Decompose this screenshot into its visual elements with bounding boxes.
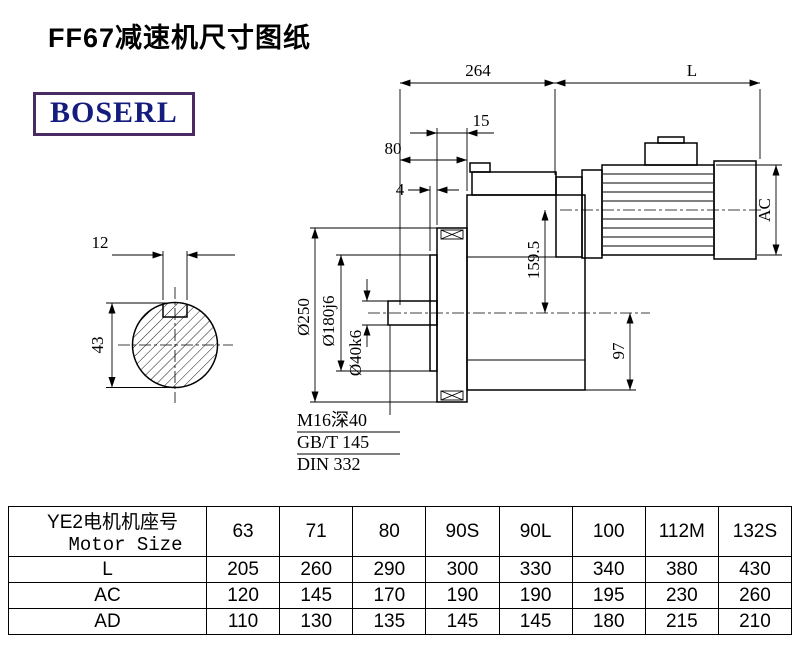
dim-value: 190 <box>498 582 573 609</box>
dim-value: 170 <box>352 582 427 609</box>
dim-value: 300 <box>425 556 500 583</box>
shaft-section-hatch <box>132 302 218 388</box>
dim-dia180-label: Ø180j6 <box>319 296 338 347</box>
brand-logo: BOSERL <box>33 92 195 136</box>
keyway <box>162 304 188 318</box>
size-column-header: 90S <box>425 506 500 557</box>
dim-AC-label: AC <box>755 198 774 222</box>
dim-value: 430 <box>717 556 793 583</box>
dim-value: 380 <box>644 556 719 583</box>
dim-4: 4 <box>396 180 459 251</box>
size-column-header: 90L <box>498 506 573 557</box>
mounting-flange <box>436 227 468 403</box>
dim-4-label: 4 <box>396 180 405 199</box>
thread-note: M16深40 GB/T 145 DIN 332 <box>297 325 400 474</box>
size-column-header: 132S <box>717 506 793 557</box>
motor-size-label-en: Motor Size <box>68 534 183 556</box>
dim-value: 120 <box>205 582 281 609</box>
dim-value: 215 <box>644 608 719 635</box>
thread-note-line3: DIN 332 <box>297 454 361 474</box>
dim-80-label: 80 <box>385 139 402 158</box>
shaft-end-view: 12 43 <box>88 233 235 403</box>
dim-L: L <box>555 61 761 159</box>
dim-97: 97 <box>585 313 636 391</box>
dim-value: 330 <box>498 556 573 583</box>
dim-80: 80 <box>385 139 467 164</box>
dim-AC: AC <box>716 164 782 256</box>
dim-12-label: 12 <box>92 233 109 252</box>
dim-dia250-label: Ø250 <box>294 298 313 336</box>
dim-value: 230 <box>644 582 719 609</box>
dim-value: 290 <box>352 556 427 583</box>
dim-value: 260 <box>279 556 354 583</box>
dim-value: 110 <box>205 608 281 635</box>
table-row-L: L 205 260 290 300 330 340 380 430 <box>8 556 793 583</box>
dim-dia250: Ø250 <box>294 227 437 403</box>
dim-12: 12 <box>92 233 235 300</box>
dim-15: 15 <box>410 111 494 225</box>
dim-value: 205 <box>205 556 281 583</box>
size-column-header: 63 <box>205 506 281 557</box>
dim-159-5: 159.5 <box>524 210 549 313</box>
dimensions: 264 L 15 80 <box>294 61 782 474</box>
dim-value: 195 <box>571 582 646 609</box>
dim-159-5-label: 159.5 <box>524 241 543 279</box>
row-label: AC <box>8 582 207 609</box>
dim-264-label: 264 <box>465 61 491 80</box>
size-column-header: 80 <box>352 506 427 557</box>
main-view <box>368 136 762 403</box>
thread-note-line1: M16深40 <box>297 410 367 430</box>
dim-value: 190 <box>425 582 500 609</box>
size-column-header: 71 <box>279 506 354 557</box>
motor-adapter <box>555 176 583 258</box>
table-row-AC: AC 120 145 170 190 190 195 230 260 <box>8 582 793 609</box>
dim-dia180: Ø180j6 <box>319 254 430 372</box>
dim-97-label: 97 <box>609 342 628 360</box>
motor-fins <box>603 173 713 247</box>
size-column-header: 112M <box>644 506 719 557</box>
table-header-row: YE2电机机座号 Motor Size 63 71 80 90S 90L 100… <box>8 506 793 557</box>
fan-cowl <box>713 160 757 260</box>
dim-value: 130 <box>279 608 354 635</box>
row-label: L <box>8 556 207 583</box>
motor-size-header: YE2电机机座号 Motor Size <box>8 506 207 557</box>
terminal-box <box>644 142 698 166</box>
dimension-table: YE2电机机座号 Motor Size 63 71 80 90S 90L 100… <box>8 506 793 635</box>
dim-value: 340 <box>571 556 646 583</box>
gear-housing <box>466 194 586 391</box>
page-title: FF67减速机尺寸图纸 <box>48 23 312 53</box>
housing-lug <box>469 162 491 173</box>
dim-264: 264 <box>399 61 556 305</box>
dim-value: 260 <box>717 582 793 609</box>
thread-note-line2: GB/T 145 <box>297 432 369 452</box>
input-housing <box>471 171 557 196</box>
dim-value: 135 <box>352 608 427 635</box>
dim-dia40-label: Ø40k6 <box>346 330 365 376</box>
terminal-box-cap <box>657 136 685 144</box>
technical-drawing: 12 43 <box>88 61 782 474</box>
size-column-header: 100 <box>571 506 646 557</box>
dim-value: 210 <box>717 608 793 635</box>
dim-value: 145 <box>425 608 500 635</box>
dim-L-label: L <box>687 61 697 80</box>
dim-15-label: 15 <box>473 111 490 130</box>
row-label: AD <box>8 608 207 635</box>
dim-dia40: Ø40k6 <box>346 279 388 376</box>
dim-value: 180 <box>571 608 646 635</box>
motor-size-label-cn: YE2电机机座号 <box>47 512 178 533</box>
brand-logo-text: BOSERL <box>50 96 178 129</box>
table-row-AD: AD 110 130 135 145 145 180 215 210 <box>8 608 793 635</box>
dim-43-label: 43 <box>88 337 107 354</box>
dim-value: 145 <box>279 582 354 609</box>
dim-43: 43 <box>88 302 175 388</box>
flange-bolt-holes <box>440 229 464 401</box>
dim-value: 145 <box>498 608 573 635</box>
